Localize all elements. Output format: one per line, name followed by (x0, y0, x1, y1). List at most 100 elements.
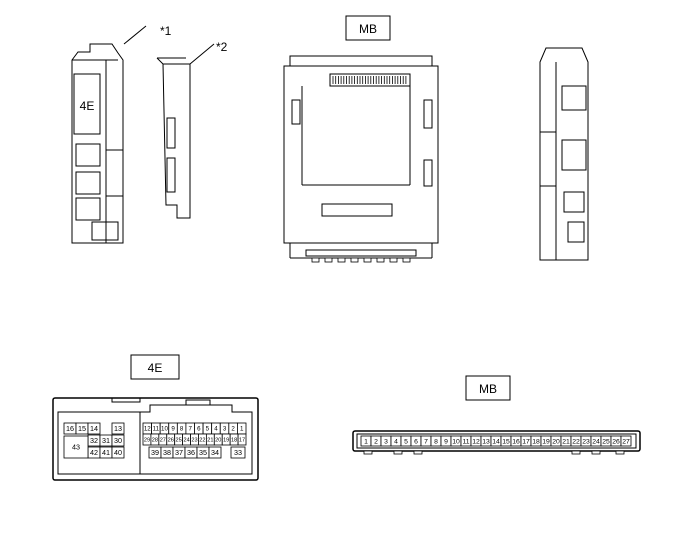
connector-mb-label-box (465, 375, 511, 401)
pin-p4: 4 (211, 422, 221, 435)
pin-mb22: 22 (570, 435, 582, 447)
pin-p41: 41 (99, 446, 113, 459)
pin-number: 9 (171, 426, 175, 433)
pin-number: 29 (144, 438, 150, 444)
pin-number: 15 (502, 438, 510, 445)
pin-p37: 37 (172, 446, 186, 459)
pin-p2: 2 (228, 422, 238, 435)
pin-number: 39 (151, 448, 159, 457)
pin-number: 43 (72, 443, 80, 452)
connector-mb-label: MB (479, 382, 497, 396)
pin-mb9: 9 (440, 435, 452, 447)
pin-p42: 42 (87, 446, 101, 459)
pin-number: 2 (374, 438, 378, 445)
pin-number: 40 (114, 448, 122, 457)
pin-p22: 22 (198, 433, 207, 446)
pin-mb13: 13 (480, 435, 492, 447)
connector-4e (52, 354, 259, 481)
pin-cell (63, 435, 89, 459)
pin-p32: 32 (87, 434, 101, 447)
pin-number: 24 (592, 438, 600, 445)
pin-number: 5 (404, 438, 408, 445)
pin-number: 13 (114, 424, 122, 433)
pin-number: 9 (444, 438, 448, 445)
pin-cell (620, 435, 632, 447)
pin-number: 6 (197, 426, 201, 433)
foot (363, 257, 372, 263)
pin-cell (111, 434, 125, 447)
pin-number: 7 (424, 438, 428, 445)
pin-p31: 31 (99, 434, 113, 447)
pin-number: 25 (602, 438, 610, 445)
pin-number: 15 (78, 424, 86, 433)
pin-p5: 5 (202, 422, 213, 435)
latch (571, 450, 581, 455)
pin-p9: 9 (168, 422, 178, 435)
pin-number: 41 (102, 448, 110, 457)
pin-p1: 1 (237, 422, 247, 435)
pin-number: 14 (492, 438, 500, 445)
pin-cell (111, 446, 125, 459)
pin-number: 18 (231, 438, 237, 444)
pin-number: 7 (188, 426, 192, 433)
pin-p33: 33 (230, 446, 246, 459)
pin-number: 12 (144, 426, 151, 433)
pin-number: 27 (160, 438, 166, 444)
component-left (71, 25, 147, 244)
pin-p34: 34 (208, 446, 222, 459)
pin-mb27: 27 (620, 435, 632, 447)
pin-number: 6 (414, 438, 418, 445)
pin-mb17: 17 (520, 435, 532, 447)
pin-cell (208, 446, 222, 459)
pin-mb10: 10 (450, 435, 462, 447)
pin-mb15: 15 (500, 435, 512, 447)
pin-p7: 7 (185, 422, 195, 435)
pin-p17: 17 (237, 433, 247, 446)
component-center (283, 15, 439, 259)
pin-number: 21 (562, 438, 570, 445)
component-bracket (156, 43, 215, 219)
latch (413, 450, 423, 455)
pin-number: 21 (207, 438, 213, 444)
pin-p24: 24 (182, 433, 191, 446)
pin-p28: 28 (150, 433, 160, 446)
pin-mb21: 21 (560, 435, 572, 447)
pin-mb7: 7 (420, 435, 432, 447)
foot (337, 257, 346, 263)
connector-4e-label: 4E (148, 361, 163, 375)
connector-4e-housing (52, 397, 259, 481)
pin-p6: 6 (194, 422, 204, 435)
pin-number: 42 (90, 448, 98, 457)
pin-mb26: 26 (610, 435, 622, 447)
pin-mb20: 20 (550, 435, 562, 447)
foot (402, 257, 411, 263)
pin-number: 10 (161, 426, 168, 433)
pin-mb1: 1 (360, 435, 372, 447)
pin-number: 20 (552, 438, 560, 445)
pin-mb18: 18 (530, 435, 542, 447)
latch (393, 450, 403, 455)
pin-cell (111, 422, 125, 435)
pin-mb25: 25 (600, 435, 612, 447)
pin-number: 33 (234, 448, 242, 457)
pin-number: 3 (384, 438, 388, 445)
pin-p19: 19 (221, 433, 231, 446)
pin-mb14: 14 (490, 435, 502, 447)
pin-p3: 3 (219, 422, 230, 435)
pin-mb12: 12 (470, 435, 482, 447)
pin-number: 28 (152, 438, 158, 444)
pin-number: 23 (582, 438, 590, 445)
connector-4e-label-box (130, 354, 180, 380)
pin-number: 27 (622, 438, 630, 445)
pin-number: 19 (542, 438, 550, 445)
pin-p12: 12 (142, 422, 152, 435)
pin-p30: 30 (111, 434, 125, 447)
pin-mb11: 11 (460, 435, 472, 447)
pin-number: 37 (175, 448, 183, 457)
connector-mb-housing (352, 430, 641, 452)
pin-number: 22 (199, 438, 205, 444)
pin-number: 16 (512, 438, 520, 445)
pin-number: 16 (66, 424, 74, 433)
pin-mb19: 19 (540, 435, 552, 447)
